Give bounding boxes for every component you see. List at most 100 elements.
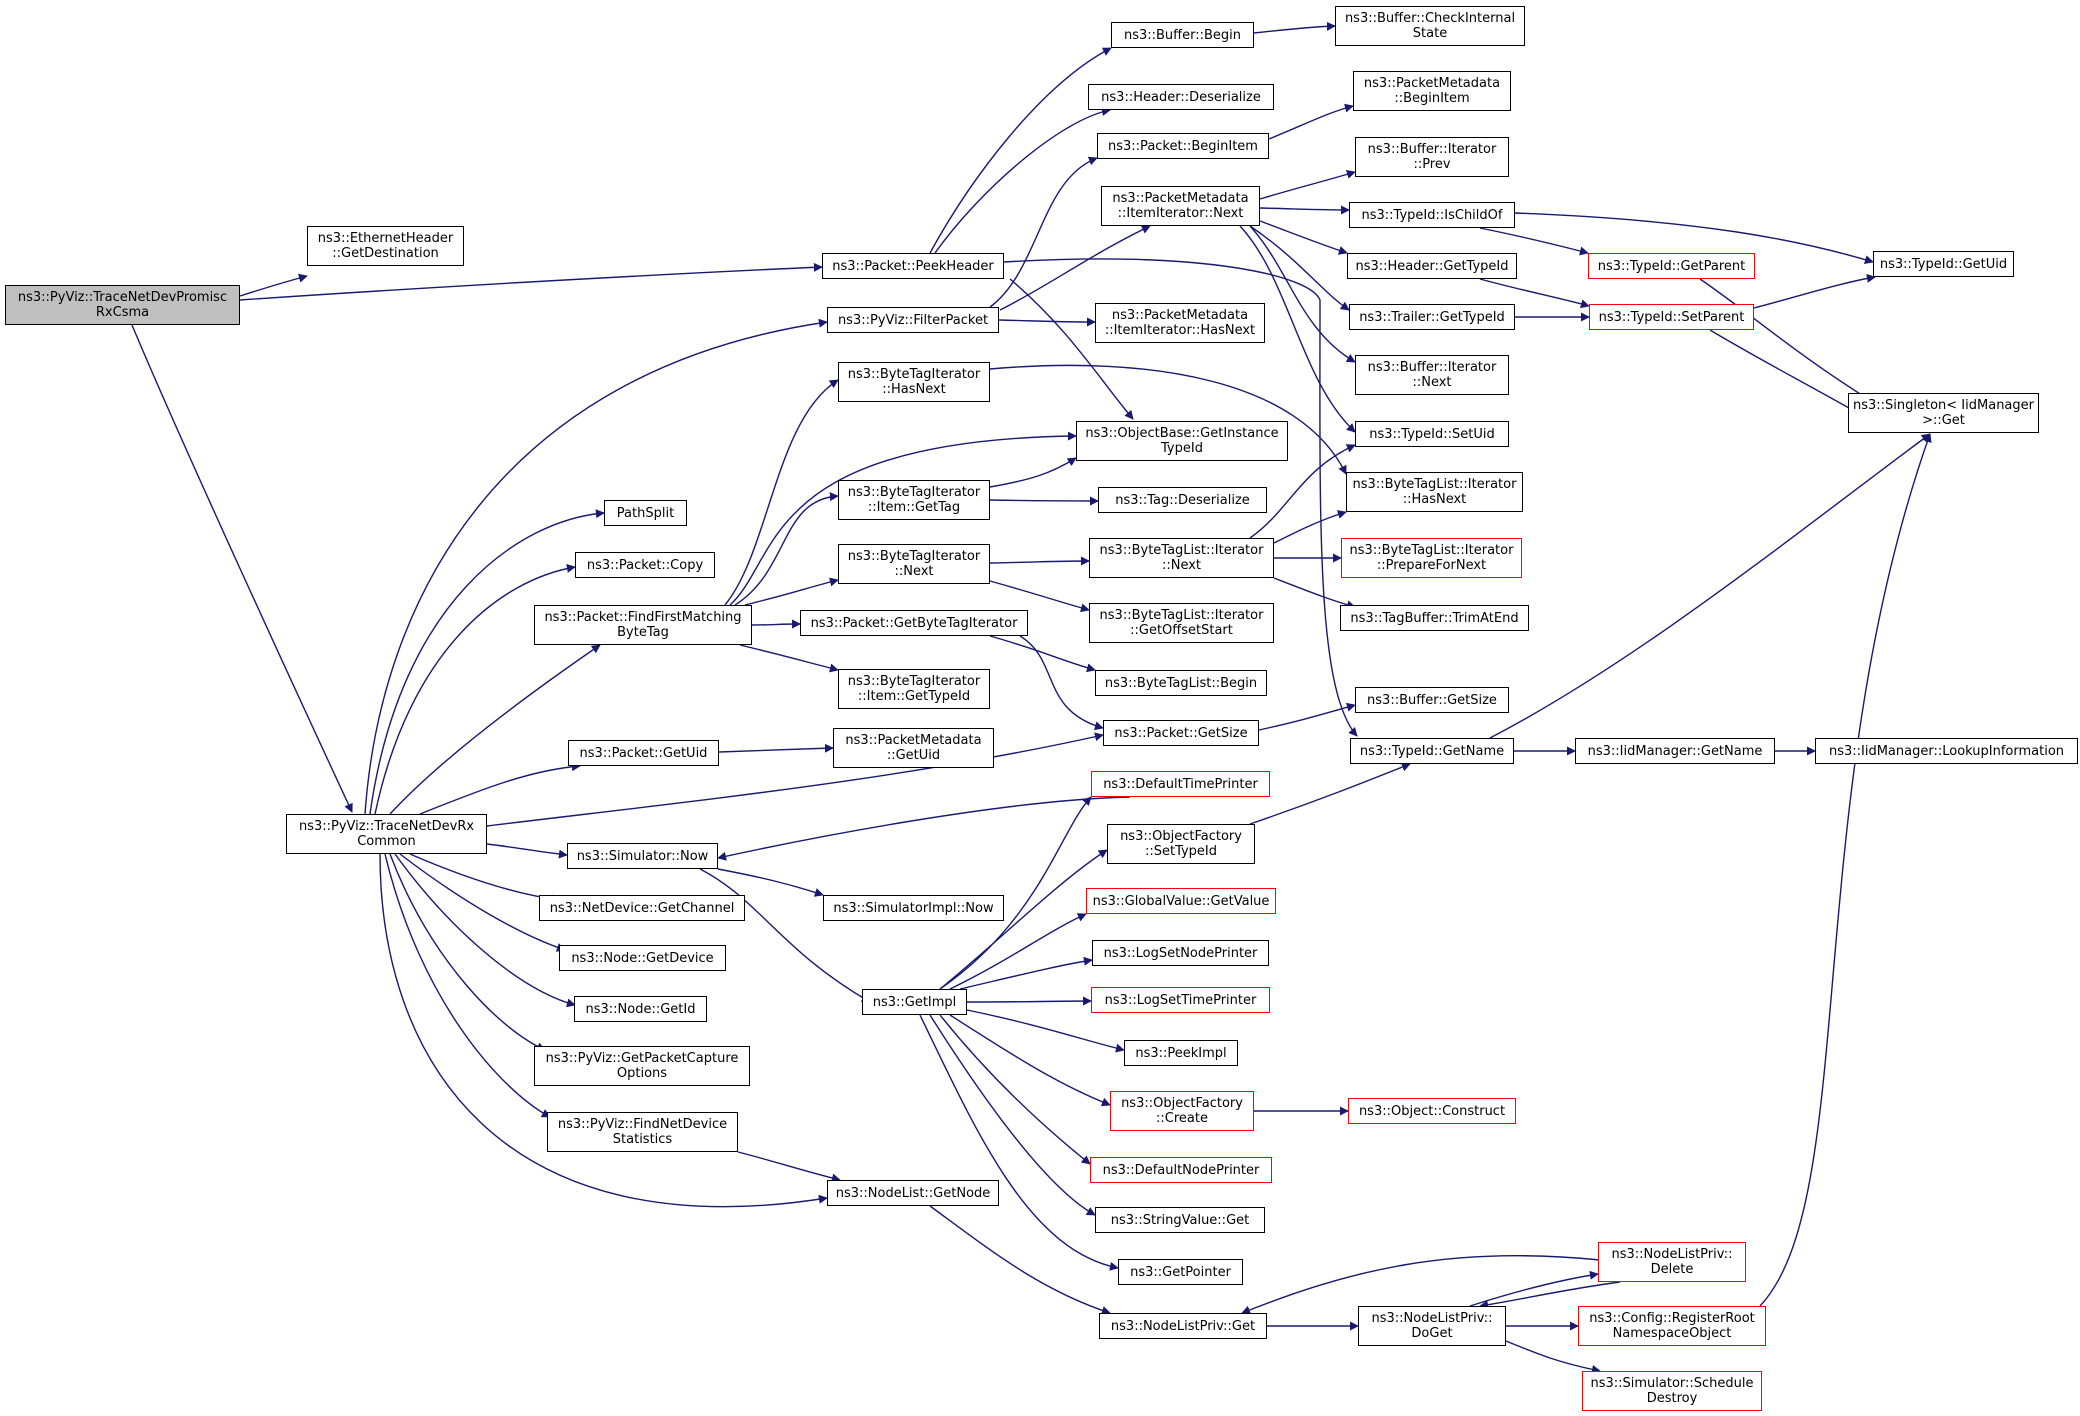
- node-buffer-begin[interactable]: ns3::Buffer::Begin: [1111, 22, 1254, 48]
- node-bytetag-iterator-item-get-typeid[interactable]: ns3::ByteTagIterator::Item::GetTypeId: [838, 669, 990, 709]
- edge-pm_ii_next-tid_setuid: [1239, 225, 1356, 433]
- node-globalvalue-get-value[interactable]: ns3::GlobalValue::GetValue: [1086, 888, 1276, 914]
- edge-getimpl-def_timeprinter: [939, 796, 1092, 990]
- node-node-get-id[interactable]: ns3::Node::GetId: [574, 996, 707, 1022]
- node-bytetaglist-iterator-has-next[interactable]: ns3::ByteTagList::Iterator::HasNext: [1346, 472, 1523, 512]
- edge-trace_common-pyviz_findstats: [384, 853, 551, 1118]
- edge-trace_common-nodelist_getnode: [379, 853, 828, 1208]
- node-packet-metadata-begin-item[interactable]: ns3::PacketMetadata::BeginItem: [1353, 71, 1511, 111]
- node-typeid-set-parent[interactable]: ns3::TypeId::SetParent: [1589, 304, 1754, 330]
- edge-getimpl-strval_get: [929, 1014, 1096, 1216]
- node-peek-impl[interactable]: ns3::PeekImpl: [1124, 1040, 1238, 1066]
- node-iidmanager-lookup-information[interactable]: ns3::IidManager::LookupInformation: [1815, 738, 2078, 764]
- node-netdevice-get-channel[interactable]: ns3::NetDevice::GetChannel: [539, 895, 745, 921]
- node-typeid-is-child-of[interactable]: ns3::TypeId::IsChildOf: [1349, 202, 1515, 228]
- edge-layer: [131, 21, 1932, 1374]
- node-object-construct[interactable]: ns3::Object::Construct: [1348, 1098, 1516, 1124]
- edge-trace_common-pkt_copy: [374, 563, 576, 815]
- edge-peekheader-tid_getname: [1003, 258, 1358, 737]
- node-node-get-device[interactable]: ns3::Node::GetDevice: [559, 945, 726, 971]
- node-ethernet-header-get-destination[interactable]: ns3::EthernetHeader::GetDestination: [307, 226, 464, 266]
- node-get-pointer[interactable]: ns3::GetPointer: [1118, 1259, 1243, 1285]
- edge-trace_common-pyviz_getopts: [389, 853, 546, 1051]
- node-buffer-get-size[interactable]: ns3::Buffer::GetSize: [1355, 687, 1509, 713]
- edge-trace_common-node_getdevice: [399, 853, 566, 952]
- node-tag-deserialize[interactable]: ns3::Tag::Deserialize: [1098, 487, 1267, 513]
- node-tagbuffer-trim-at-end[interactable]: ns3::TagBuffer::TrimAtEnd: [1340, 605, 1529, 631]
- node-packet-copy[interactable]: ns3::Packet::Copy: [575, 552, 715, 578]
- edge-trace_common-nd_getchannel: [409, 853, 561, 904]
- node-pathsplit[interactable]: PathSplit: [604, 500, 687, 526]
- node-typeid-get-parent[interactable]: ns3::TypeId::GetParent: [1588, 253, 1755, 279]
- node-nodelist-get-node[interactable]: ns3::NodeList::GetNode: [827, 1180, 999, 1206]
- node-typeid-get-name[interactable]: ns3::TypeId::GetName: [1350, 738, 1514, 764]
- node-header-get-typeid[interactable]: ns3::Header::GetTypeId: [1347, 253, 1517, 279]
- edge-pm_ii_next-bufit_next: [1249, 225, 1356, 363]
- edge-bti_hasnext-btl_it_hasnext: [989, 364, 1347, 475]
- node-get-impl[interactable]: ns3::GetImpl: [862, 989, 967, 1015]
- node-simulatorimpl-now[interactable]: ns3::SimulatorImpl::Now: [823, 895, 1004, 921]
- node-objectfactory-create[interactable]: ns3::ObjectFactory::Create: [1110, 1091, 1254, 1131]
- edge-pyviz_findstats-nodelist_getnode: [737, 1151, 841, 1183]
- node-stringvalue-get[interactable]: ns3::StringValue::Get: [1095, 1207, 1265, 1233]
- node-log-set-time-printer[interactable]: ns3::LogSetTimePrinter: [1091, 987, 1270, 1013]
- edge-tid_setparent-tid_getuid: [1753, 273, 1876, 309]
- node-bytetag-iterator-next[interactable]: ns3::ByteTagIterator::Next: [838, 544, 990, 584]
- node-packet-get-uid[interactable]: ns3::Packet::GetUid: [568, 740, 719, 766]
- edge-bti_item_gettag-tag_deser: [989, 496, 1099, 506]
- node-bytetaglist-iterator-next[interactable]: ns3::ByteTagList::Iterator::Next: [1089, 538, 1274, 578]
- node-singleton-iidmanager-get[interactable]: ns3::Singleton< IidManager>::Get: [1848, 393, 2039, 433]
- node-bytetag-iterator-has-next[interactable]: ns3::ByteTagIterator::HasNext: [838, 362, 990, 402]
- node-packet-begin-item[interactable]: ns3::Packet::BeginItem: [1097, 133, 1269, 159]
- node-typeid-get-uid[interactable]: ns3::TypeId::GetUid: [1873, 251, 2014, 277]
- edge-def_timeprinter-sim_now: [717, 796, 1131, 861]
- node-nodelistpriv-delete[interactable]: ns3::NodeListPriv::Delete: [1598, 1242, 1746, 1282]
- node-packet-get-size[interactable]: ns3::Packet::GetSize: [1103, 720, 1259, 746]
- node-packet-get-bytetag-iterator[interactable]: ns3::Packet::GetByteTagIterator: [800, 610, 1028, 636]
- node-objectfactory-set-typeid[interactable]: ns3::ObjectFactory::SetTypeId: [1107, 824, 1255, 864]
- node-buffer-iterator-next[interactable]: ns3::Buffer::Iterator::Next: [1355, 355, 1509, 395]
- node-nodelistpriv-do-get[interactable]: ns3::NodeListPriv::DoGet: [1358, 1306, 1506, 1346]
- node-default-node-printer[interactable]: ns3::DefaultNodePrinter: [1090, 1157, 1272, 1183]
- node-trailer-get-typeid[interactable]: ns3::Trailer::GetTypeId: [1349, 304, 1515, 330]
- edge-nodelist_getnode-nlp_get: [929, 1205, 1111, 1315]
- node-bytetag-iterator-item-get-tag[interactable]: ns3::ByteTagIterator::Item::GetTag: [838, 480, 990, 520]
- edge-hdr_gettid-tid_setparent: [1479, 278, 1590, 309]
- node-packet-peek-header[interactable]: ns3::Packet::PeekHeader: [822, 253, 1004, 279]
- node-bytetaglist-iterator-get-offset-start[interactable]: ns3::ByteTagList::Iterator::GetOffsetSta…: [1089, 603, 1274, 643]
- node-packet-metadata-item-iterator-next[interactable]: ns3::PacketMetadata::ItemIterator::Next: [1101, 186, 1260, 226]
- node-packet-metadata-item-iterator-has-next[interactable]: ns3::PacketMetadata::ItemIterator::HasNe…: [1095, 303, 1265, 343]
- node-bytetaglist-begin[interactable]: ns3::ByteTagList::Begin: [1095, 670, 1267, 696]
- node-header-deserialize[interactable]: ns3::Header::Deserialize: [1088, 84, 1274, 110]
- node-packet-metadata-get-uid[interactable]: ns3::PacketMetadata::GetUid: [833, 728, 994, 768]
- node-typeid-set-uid[interactable]: ns3::TypeId::SetUid: [1355, 421, 1509, 447]
- edge-trace_common-pkt_ffmbt: [389, 644, 601, 815]
- edge-peekheader-hdr_deser: [934, 107, 1111, 254]
- edge-tid_ischildof-tid_getuid: [1514, 212, 1874, 264]
- edge-nlp_doget-nlp_delete: [1469, 1270, 1599, 1307]
- edge-bti_next-btl_it_getoff: [989, 580, 1090, 613]
- node-pyviz-filter-packet[interactable]: ns3::PyViz::FilterPacket: [827, 307, 999, 333]
- edge-tid_getname-singleton_get: [1489, 433, 1931, 739]
- edge-trace_promisc-trace_common: [131, 324, 353, 813]
- edge-bti_item_gettag-ob_getinst: [989, 457, 1077, 488]
- node-bytetaglist-iterator-prepare-for-next[interactable]: ns3::ByteTagList::Iterator::PrepareForNe…: [1341, 538, 1522, 578]
- node-buffer-iterator-prev[interactable]: ns3::Buffer::Iterator::Prev: [1355, 137, 1509, 177]
- node-nodelistpriv-get[interactable]: ns3::NodeListPriv::Get: [1099, 1313, 1267, 1339]
- node-default-time-printer[interactable]: ns3::DefaultTimePrinter: [1091, 771, 1270, 797]
- node-iidmanager-get-name[interactable]: ns3::IidManager::GetName: [1575, 738, 1775, 764]
- edge-getimpl-log_setnode: [959, 956, 1093, 990]
- edge-trace_common-node_getid: [394, 853, 576, 1008]
- node-simulator-now[interactable]: ns3::Simulator::Now: [567, 843, 718, 869]
- edge-getimpl-peekimpl: [966, 1009, 1125, 1053]
- node-log-set-node-printer[interactable]: ns3::LogSetNodePrinter: [1092, 940, 1269, 966]
- edge-pm_ii_next-tr_gettid: [1249, 225, 1350, 311]
